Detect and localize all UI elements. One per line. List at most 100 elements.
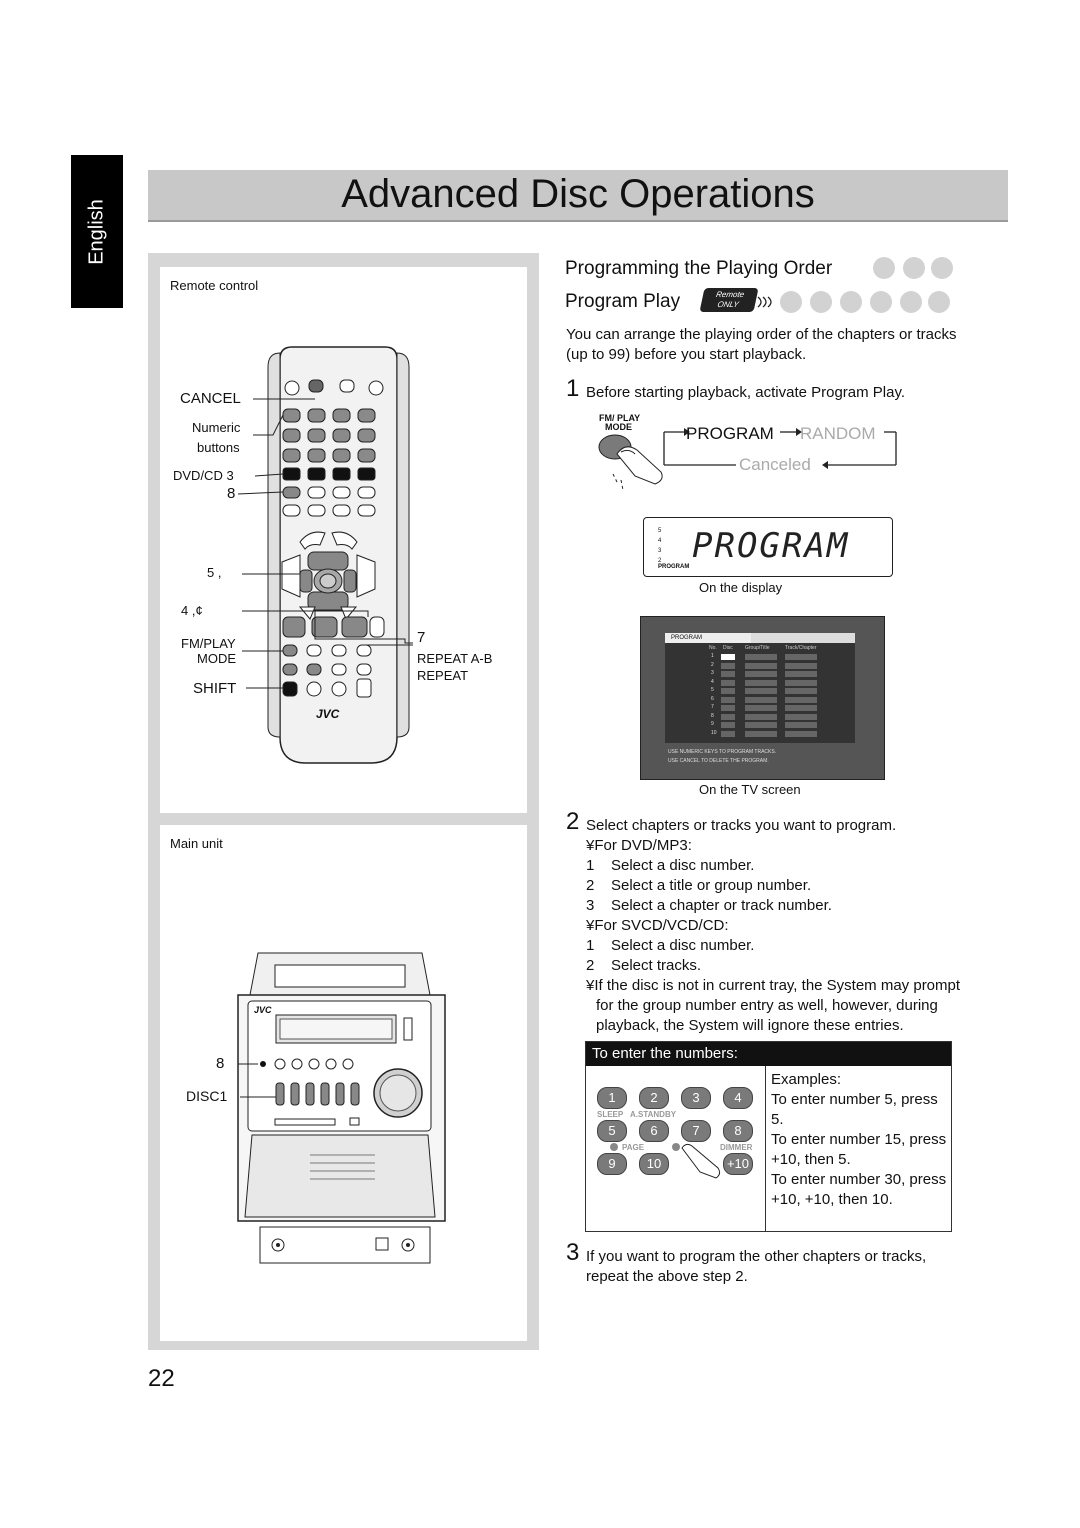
step3-line-2: repeat the above step 2.	[586, 1268, 748, 1285]
tv-row-cell	[785, 679, 817, 686]
enter-numbers-box: To enter the numbers: 1 2 3 4 SLEEP A.ST…	[585, 1041, 952, 1232]
tv-row-number: 7	[711, 704, 714, 710]
tv-row-cell	[721, 696, 735, 703]
main-callout-disc1: DISC1	[186, 1088, 228, 1104]
fm-play-label-line2: MODE	[605, 422, 632, 432]
step2-dvd-heading: ¥For DVD/MP3:	[586, 837, 692, 854]
tv-row-cell	[745, 679, 777, 686]
remote-control-illustration	[237, 346, 413, 764]
tv-screen: PROGRAM No. Disc Group/Title Track/Chapt…	[640, 616, 885, 780]
tv-caption: On the TV screen	[699, 782, 801, 797]
tv-row-cell	[785, 688, 817, 694]
main-unit-label: Main unit	[170, 836, 223, 851]
heading1-dots	[873, 257, 953, 279]
note-line-2: for the group number entry as well, howe…	[596, 997, 938, 1014]
tv-col-group-title: Group/Title	[745, 645, 770, 651]
callout-mode: MODE	[197, 651, 236, 666]
step3-text: If you want to program the other chapter…	[586, 1247, 1006, 1287]
key-label-page: PAGE	[622, 1143, 645, 1152]
tv-row-cell	[721, 688, 735, 694]
callout-five: 5 ,	[207, 565, 222, 580]
step3-number: 3	[566, 1239, 580, 1266]
enter-numbers-header: To enter the numbers:	[586, 1042, 951, 1066]
key-10: 10	[639, 1153, 669, 1175]
examples-text: Examples: To enter number 5, press 5. To…	[771, 1070, 951, 1210]
tv-col-track-chapter: Track/Chapter	[785, 645, 817, 651]
key-4: 4	[723, 1087, 753, 1109]
example-3a: To enter number 30, press	[771, 1171, 947, 1188]
step2-svcd-heading: ¥For SVCD/VCD/CD:	[586, 917, 729, 934]
intro-line-1: You can arrange the playing order of the…	[566, 326, 957, 343]
note-line-3: playback, the System will ignore these e…	[596, 1017, 904, 1034]
callout-seven: 7	[417, 629, 426, 646]
tv-row-number: 9	[711, 721, 714, 727]
tv-row-cell	[745, 730, 777, 737]
key-3: 3	[681, 1087, 711, 1109]
tv-col-disc: Disc	[723, 645, 733, 651]
key-5: 5	[597, 1120, 627, 1142]
main-unit-panel: Main unit	[160, 825, 527, 1341]
step2-note: ¥If the disc is not in current tray, the…	[586, 976, 1006, 1036]
subsection-heading: Program Play	[565, 291, 681, 312]
step1-number: 1	[566, 375, 580, 402]
remote-control-label: Remote control	[170, 278, 259, 293]
level-2: 2	[658, 558, 662, 564]
tv-row-cell	[721, 722, 735, 728]
tv-row-number: 5	[711, 687, 714, 693]
key-9: 9	[597, 1153, 627, 1175]
main-callout-eight: 8	[216, 1055, 225, 1072]
mode-random: RANDOM	[800, 424, 876, 443]
front-display: 5 4 3 2 PROGRAM PROGRAM	[643, 517, 893, 577]
tv-row-cell	[745, 654, 777, 660]
tv-row-cell	[785, 730, 817, 737]
tv-row-cell	[785, 671, 817, 677]
language-label: English	[85, 198, 108, 265]
callout-fm-play: FM/PLAY	[181, 636, 236, 651]
page-title-bar: Advanced Disc Operations	[148, 170, 1008, 222]
tv-row-number: 1	[711, 653, 714, 659]
section-heading: Programming the Playing Order	[565, 258, 833, 279]
mode-canceled: Canceled	[739, 455, 811, 474]
key-1: 1	[597, 1087, 627, 1109]
step1-text: Before starting playback, activate Progr…	[586, 384, 906, 401]
main-unit-brand-logo: JVC	[254, 1005, 272, 1015]
callout-repeat-ab: REPEAT A-B	[417, 651, 493, 666]
key-plus10: +10	[723, 1153, 753, 1175]
callout-buttons: buttons	[197, 440, 240, 455]
badge-line-only: ONLY	[716, 300, 740, 309]
tv-row-cell	[745, 722, 777, 728]
remote-only-badge: Remote ONLY	[699, 288, 759, 312]
key-label-astandby: A.STANDBY	[630, 1110, 677, 1119]
display-caption: On the display	[699, 580, 783, 595]
step3-line-1: If you want to program the other chapter…	[586, 1248, 927, 1265]
finger-press-icon	[598, 434, 663, 491]
left-column: Remote control	[148, 253, 539, 1350]
level-4: 4	[658, 538, 662, 544]
remote-control-panel: Remote control	[160, 267, 527, 813]
tv-msg-1: USE NUMERIC KEYS TO PROGRAM TRACKS.	[668, 749, 777, 755]
key-6: 6	[639, 1120, 669, 1142]
level-3: 3	[658, 548, 662, 554]
level-5: 5	[658, 528, 662, 534]
key-7: 7	[681, 1120, 711, 1142]
tv-row-number: 4	[711, 678, 714, 685]
tv-row-cell	[745, 688, 777, 694]
tv-row-number: 10	[711, 729, 717, 736]
tv-row-cell	[745, 671, 777, 677]
display-program-indicator: PROGRAM	[658, 564, 690, 570]
page-number: 22	[148, 1365, 175, 1392]
tv-row-number: 2	[711, 661, 714, 668]
enter-numbers-divider	[765, 1066, 766, 1231]
finger-pointer-icon	[681, 1143, 721, 1179]
intro-line-2: (up to 99) before you start playback.	[566, 346, 807, 363]
remote-brand-logo: JVC	[316, 707, 340, 721]
tv-row-cell	[721, 654, 735, 660]
tv-row-cell	[721, 662, 735, 669]
tv-row-cell	[745, 662, 777, 669]
tv-row-cell	[721, 713, 735, 720]
badge-line-remote: Remote	[715, 290, 746, 299]
